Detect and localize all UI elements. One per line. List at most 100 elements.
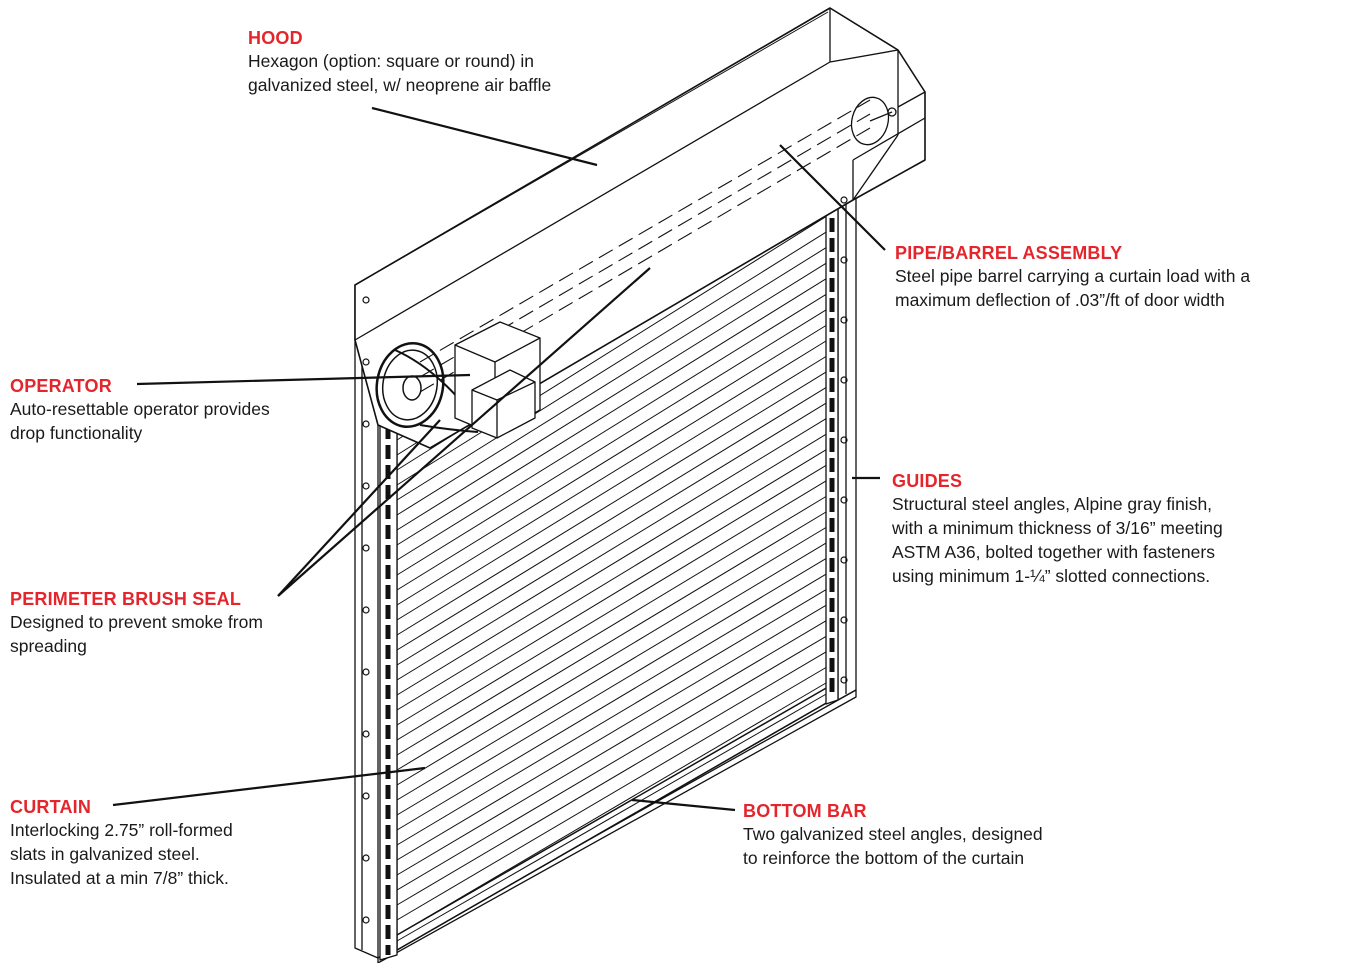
pipe-leader (779, 144, 886, 251)
bolt (840, 376, 848, 384)
callout-curtain: CURTAIN Interlocking 2.75” roll-formed s… (10, 796, 320, 890)
curtain-slat (396, 231, 827, 501)
description-line: Hexagon (option: square or round) in (248, 51, 535, 71)
callout-title: GUIDES (892, 471, 963, 491)
bolt (362, 482, 370, 490)
curtain-slat (396, 340, 827, 606)
bolt (362, 792, 370, 800)
curtain-slat (396, 325, 827, 591)
curtain-slat (396, 558, 827, 816)
bolt (362, 358, 370, 366)
curtain-slat (396, 635, 827, 891)
bolt (362, 730, 370, 738)
bolt (362, 606, 370, 614)
callout-description: Auto-resettable operator provides drop f… (10, 397, 355, 445)
bolt (840, 496, 848, 504)
bolt (840, 316, 848, 324)
leader-lines (112, 106, 886, 812)
description-line: Structural steel angles, Alpine gray fin… (892, 494, 1213, 514)
curtain-slat (396, 262, 827, 531)
bolt (362, 916, 370, 924)
operator-sprocket (375, 341, 445, 429)
curtain-slat (396, 604, 827, 861)
callout-perimeter-brush-seal: PERIMETER BRUSH SEAL Designed to prevent… (10, 588, 340, 658)
description-line: galvanized steel, w/ neoprene air baffle (248, 75, 552, 95)
description-line: ASTM A36, bolted together with fasteners (892, 542, 1215, 562)
callout-pipe-barrel: PIPE/BARREL ASSEMBLY Steel pipe barrel c… (895, 242, 1335, 312)
callout-description: Structural steel angles, Alpine gray fin… (892, 492, 1332, 588)
description-line: using minimum 1-¼” slotted connections. (892, 566, 1211, 586)
callout-title: BOTTOM BAR (743, 801, 867, 821)
description-line: to reinforce the bottom of the curtain (743, 848, 1025, 868)
callout-description: Interlocking 2.75” roll-formed slats in … (10, 818, 320, 890)
callout-title: OPERATOR (10, 376, 112, 396)
curtain-slat (396, 667, 827, 921)
operator-box (454, 321, 541, 439)
curtain-slat (396, 620, 827, 876)
callout-description: Designed to prevent smoke from spreading (10, 610, 340, 658)
description-line: Insulated at a min 7/8” thick. (10, 868, 229, 888)
bottom-angle (377, 689, 857, 963)
bolt (362, 544, 370, 552)
hood-leader (371, 106, 598, 167)
curtain-slat (396, 573, 827, 831)
description-line: drop functionality (10, 423, 143, 443)
description-line: maximum deflection of .03”/ft of door wi… (895, 290, 1225, 310)
callout-title: PIPE/BARREL ASSEMBLY (895, 243, 1123, 263)
guide-bolts (362, 196, 848, 924)
callout-guides: GUIDES Structural steel angles, Alpine g… (892, 470, 1332, 588)
bolt (362, 296, 370, 304)
curtain-slat (396, 293, 827, 561)
seal-leader-a (277, 419, 441, 597)
seal-leader-b (277, 267, 651, 597)
bolt (840, 436, 848, 444)
curtain-slat (396, 651, 827, 906)
callout-title: CURTAIN (10, 797, 92, 817)
curtain-slat (396, 402, 827, 666)
callout-operator: OPERATOR Auto-resettable operator provid… (10, 375, 355, 445)
bolt (362, 854, 370, 862)
callout-hood: HOOD Hexagon (option: square or round) i… (248, 27, 668, 97)
operator-leader (136, 373, 471, 386)
bolt (840, 676, 848, 684)
curtain-slat (396, 247, 827, 516)
bolt (840, 556, 848, 564)
callout-description: Two galvanized steel angles, designed to… (743, 822, 1143, 870)
curtain-slat (396, 496, 827, 756)
callout-description: Steel pipe barrel carrying a curtain loa… (895, 264, 1335, 312)
pipe-end-wheel (850, 96, 897, 146)
description-line: slats in galvanized steel. (10, 844, 200, 864)
curtain-slat (396, 278, 827, 546)
callout-description: Hexagon (option: square or round) in gal… (248, 49, 668, 97)
curtain-slat (396, 309, 827, 576)
curtain-slat (396, 464, 827, 726)
callout-title: PERIMETER BRUSH SEAL (10, 589, 242, 609)
curtain-slat (396, 371, 827, 636)
bolt (840, 196, 848, 204)
bolt (840, 256, 848, 264)
bottom-leader (631, 798, 736, 812)
curtain-slat (396, 356, 827, 621)
curtain-slat (396, 433, 827, 696)
description-line: Designed to prevent smoke from (10, 612, 263, 632)
curtain-slat (396, 542, 827, 801)
pipe-barrel (419, 99, 871, 393)
bolt (362, 420, 370, 428)
description-line: spreading (10, 636, 87, 656)
callout-bottom-bar: BOTTOM BAR Two galvanized steel angles, … (743, 800, 1143, 870)
curtain-slat (396, 449, 827, 711)
curtain-leader (112, 766, 426, 807)
curtain-slat (396, 418, 827, 681)
callout-title: HOOD (248, 28, 303, 48)
curtain-slat (396, 387, 827, 651)
curtain-slat (396, 589, 827, 846)
curtain-slat (396, 216, 827, 486)
description-line: Two galvanized steel angles, designed (743, 824, 1043, 844)
curtain-slat (396, 480, 827, 741)
curtain-slat (396, 527, 827, 786)
curtain-slat (396, 511, 827, 771)
bolt (840, 616, 848, 624)
description-line: Interlocking 2.75” roll-formed (10, 820, 233, 840)
bolt (362, 668, 370, 676)
